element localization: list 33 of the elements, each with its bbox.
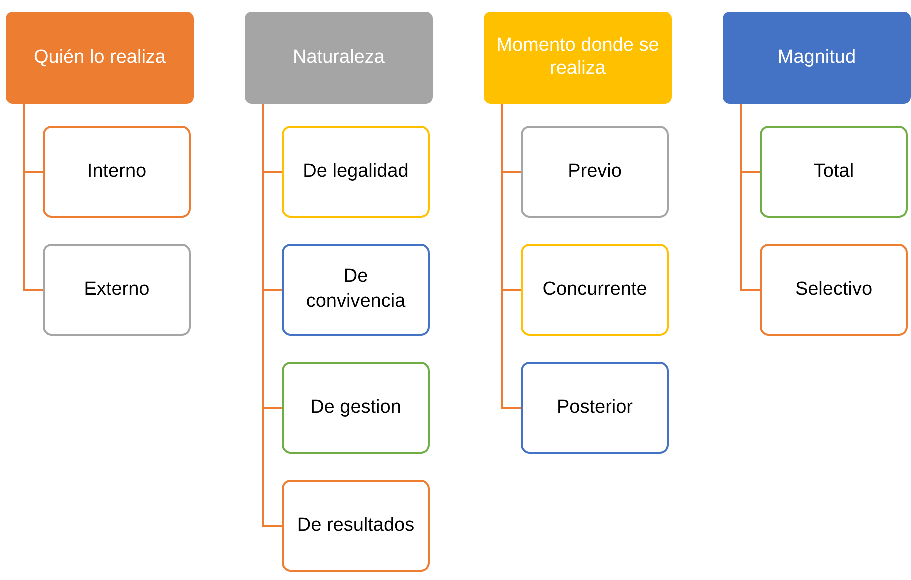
item-box bbox=[282, 480, 430, 572]
category-header bbox=[6, 12, 194, 104]
item-text: De convivencia bbox=[305, 265, 407, 314]
connector-line bbox=[740, 104, 760, 291]
item-box bbox=[282, 244, 430, 336]
item-box bbox=[521, 362, 669, 454]
header-text: Quién lo realiza bbox=[34, 46, 166, 70]
connector-line bbox=[23, 104, 43, 291]
category-header bbox=[245, 12, 433, 104]
item-text: De gestion bbox=[310, 396, 402, 420]
item-text: Externo bbox=[84, 278, 150, 302]
item-box bbox=[760, 126, 908, 218]
item-box bbox=[521, 126, 669, 218]
item-text: Interno bbox=[87, 160, 147, 184]
header-text: Magnitud bbox=[778, 46, 856, 70]
item-text: De resultados bbox=[297, 514, 415, 538]
item-text: Concurrente bbox=[542, 278, 648, 302]
item-box bbox=[43, 244, 191, 336]
item-text: Posterior bbox=[556, 396, 634, 420]
item-text: Total bbox=[814, 160, 854, 184]
category-header bbox=[484, 12, 672, 104]
item-box bbox=[282, 126, 430, 218]
item-box bbox=[282, 362, 430, 454]
item-box bbox=[521, 244, 669, 336]
item-text: Previo bbox=[568, 160, 622, 184]
header-text: Momento donde se realiza bbox=[496, 35, 660, 81]
item-text: De legalidad bbox=[303, 160, 409, 184]
connector-line bbox=[501, 104, 521, 409]
category-header bbox=[723, 12, 911, 104]
item-box bbox=[43, 126, 191, 218]
item-text: Selectivo bbox=[795, 278, 873, 302]
item-box bbox=[760, 244, 908, 336]
header-text: Naturaleza bbox=[293, 46, 385, 70]
